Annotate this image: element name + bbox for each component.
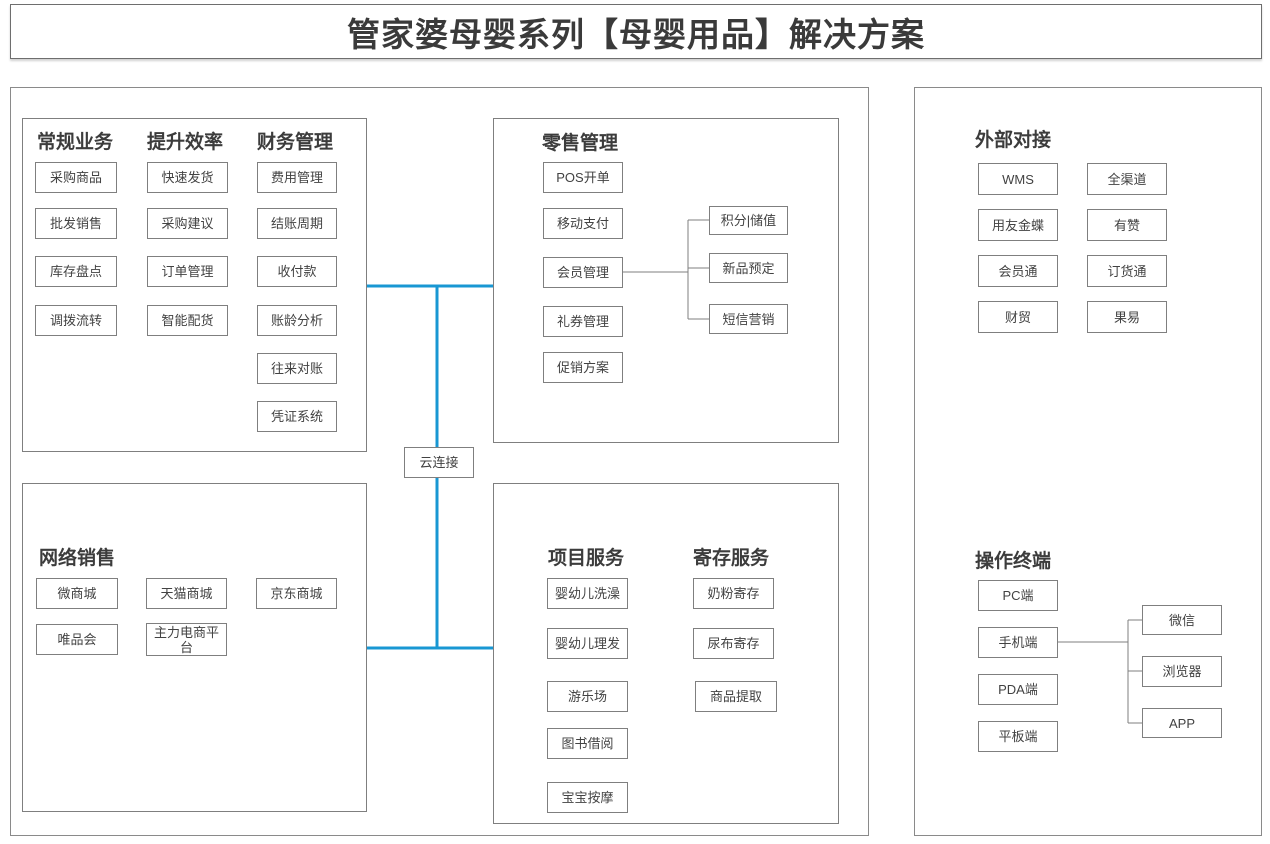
section-title-efficiency: 提升效率 [147,132,224,153]
node-yonyou-kingdee: 用友金蝶 [978,209,1058,241]
node-guoyi: 果易 [1087,301,1167,333]
node-wms: WMS [978,163,1058,195]
node-diaper-deposit: 尿布寄存 [693,628,774,659]
node-pda-terminal: PDA端 [978,674,1058,705]
node-points-stored-value: 积分|储值 [709,206,788,235]
node-sms-marketing: 短信营销 [709,304,788,334]
node-new-product-preorder: 新品预定 [709,253,788,283]
node-caimao: 财贸 [978,301,1058,333]
section-title-external: 外部对接 [975,130,1052,151]
node-settlement-cycle: 结账周期 [257,208,337,239]
section-title-regular: 常规业务 [37,132,114,153]
section-title-retail: 零售管理 [542,133,619,154]
node-fast-shipping: 快速发货 [147,162,228,193]
node-member-management: 会员管理 [543,257,623,288]
node-smart-distribution: 智能配货 [147,305,228,336]
node-promotion-plan: 促销方案 [543,352,623,383]
page-title: 管家婆母婴系列【母婴用品】解决方案 [347,15,925,53]
node-order-management: 订单管理 [147,256,228,287]
node-inventory-count: 库存盘点 [35,256,117,287]
node-expense-management: 费用管理 [257,162,337,193]
node-aging-analysis: 账龄分析 [257,305,337,336]
node-tablet-terminal: 平板端 [978,721,1058,752]
section-title-deposit: 寄存服务 [693,548,770,569]
node-mobile-payment: 移动支付 [543,208,623,239]
group-services [493,483,839,824]
section-title-terminal: 操作终端 [975,551,1052,572]
section-title-project: 项目服务 [548,548,625,569]
left-main-container [10,87,869,836]
node-purchase-goods: 采购商品 [35,162,117,193]
node-transfer-flow: 调拨流转 [35,305,117,336]
node-pos-billing: POS开单 [543,162,623,193]
node-purchase-advice: 采购建议 [147,208,228,239]
node-jd-store: 京东商城 [256,578,337,609]
node-playground: 游乐场 [547,681,628,712]
node-milk-powder-deposit: 奶粉寄存 [693,578,774,609]
node-mobile-terminal: 手机端 [978,627,1058,658]
node-wechat-mall: 微商城 [36,578,118,609]
title-bar: 管家婆母婴系列【母婴用品】解决方案 [10,4,1262,59]
node-reconciliation: 往来对账 [257,353,337,384]
group-retail-management [493,118,839,443]
node-baby-bath: 婴幼儿洗澡 [547,578,628,609]
node-receipt-payment: 收付款 [257,256,337,287]
node-youzan: 有赞 [1087,209,1167,241]
node-coupon-management: 礼券管理 [543,306,623,337]
node-wholesale-sales: 批发销售 [35,208,117,239]
right-main-container [914,87,1262,836]
section-title-finance: 财务管理 [257,132,334,153]
node-baby-haircut: 婴幼儿理发 [547,628,628,659]
section-title-online: 网络销售 [39,548,116,569]
node-goods-pickup: 商品提取 [695,681,777,712]
node-pc-terminal: PC端 [978,580,1058,611]
node-major-ecommerce-platforms: 主力电商平台 [146,623,227,656]
group-online-sales [22,483,367,812]
group-core-business [22,118,367,452]
node-browser: 浏览器 [1142,656,1222,687]
node-baby-massage: 宝宝按摩 [547,782,628,813]
node-cloud-connect: 云连接 [404,447,474,478]
node-app: APP [1142,708,1222,738]
node-voucher-system: 凭证系统 [257,401,337,432]
node-book-lending: 图书借阅 [547,728,628,759]
node-vipshop: 唯品会 [36,624,118,655]
node-omni-channel: 全渠道 [1087,163,1167,195]
node-tmall-store: 天猫商城 [146,578,227,609]
node-member-link: 会员通 [978,255,1058,287]
node-ordering-link: 订货通 [1087,255,1167,287]
node-wechat: 微信 [1142,605,1222,635]
